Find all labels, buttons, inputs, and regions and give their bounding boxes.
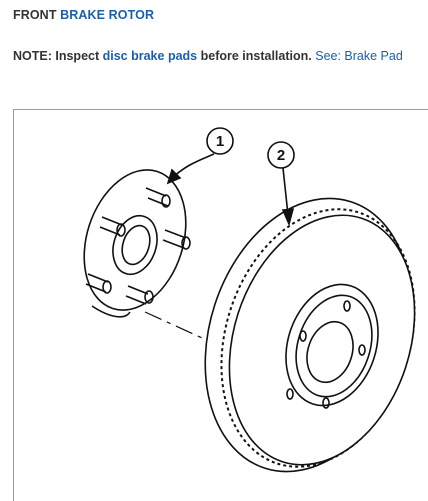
callout-2-circle — [267, 141, 295, 169]
callout-2-arrowhead — [281, 208, 295, 227]
figure-frame — [13, 109, 428, 501]
see-brake-pad-link[interactable]: See: Brake Pad — [315, 49, 403, 63]
callout-1-circle — [206, 127, 234, 155]
callout-2-leader — [282, 167, 289, 216]
note-label: NOTE: — [13, 49, 52, 63]
rotor-center-bore — [306, 320, 354, 384]
brake-rotor-link[interactable]: BRAKE ROTOR — [60, 8, 155, 22]
page-title: FRONT BRAKE ROTOR — [13, 8, 154, 22]
note-text-before: Inspect — [55, 49, 100, 63]
installation-note: NOTE: Inspect disc brake pads before ins… — [13, 49, 403, 63]
wheel-studs — [85, 187, 191, 305]
title-prefix: FRONT — [13, 8, 57, 22]
callout-1-arrowhead — [166, 168, 182, 185]
rotor-front-face — [228, 214, 416, 466]
callout-2-label: 2 — [277, 147, 285, 164]
rotor-hat — [285, 283, 379, 407]
hub-center — [121, 224, 151, 266]
hub-shoulder — [91, 305, 131, 318]
note-text-after: before installation. — [200, 49, 312, 63]
rotor-stud-holes — [286, 300, 366, 409]
callout-1-label: 1 — [216, 133, 224, 150]
disc-brake-pads-link[interactable]: disc brake pads — [102, 49, 198, 63]
